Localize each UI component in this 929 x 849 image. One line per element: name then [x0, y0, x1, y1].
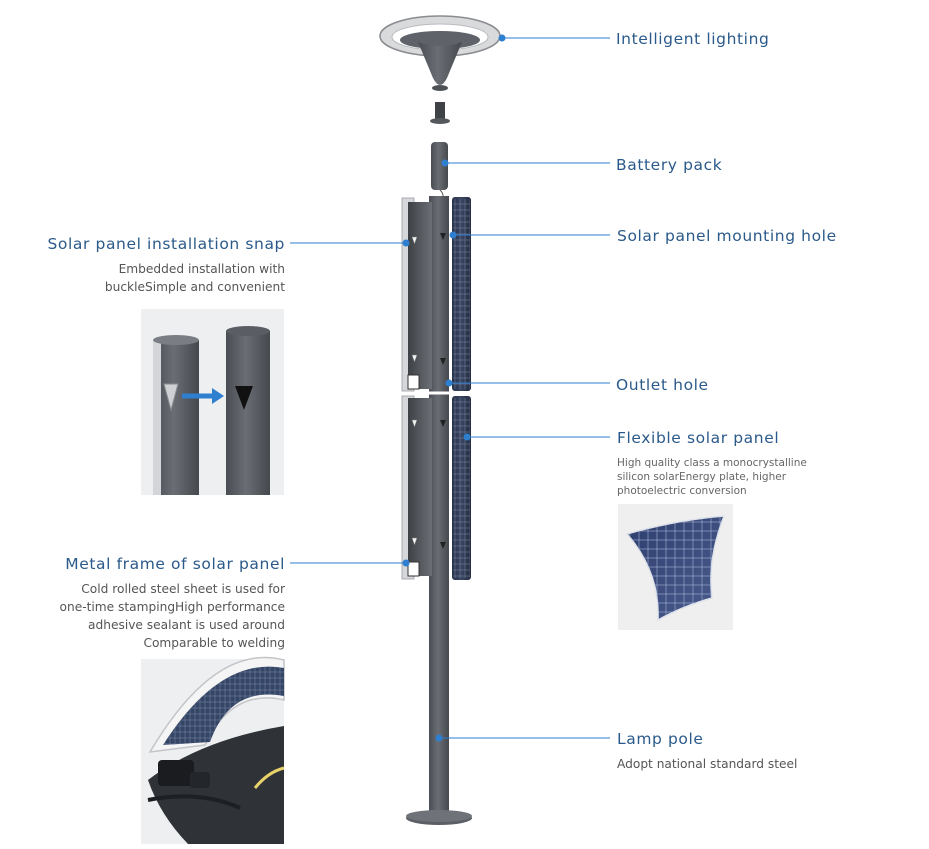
- desc-line: adhesive sealant is used around: [88, 618, 285, 632]
- flexible-panel-description: High quality class a monocrystalline sil…: [617, 456, 807, 498]
- panel-module-lower: [401, 395, 471, 580]
- callout-mounting-hole: Solar panel mounting hole: [617, 227, 837, 245]
- callout-flexible-panel: Flexible solar panel: [617, 429, 780, 447]
- desc-line: Adopt national standard steel: [617, 757, 798, 771]
- callout-battery-pack: Battery pack: [616, 156, 723, 174]
- metal-frame-description: Cold rolled steel sheet is used for one-…: [60, 580, 285, 652]
- desc-line: silicon solarEnergy plate, higher: [617, 471, 787, 483]
- callout-installation-snap: Solar panel installation snap: [47, 235, 285, 253]
- lamp-connector: [430, 102, 450, 124]
- desc-line: Embedded installation with: [118, 262, 285, 276]
- metal-frame-photo: [141, 656, 285, 844]
- callout-outlet-hole: Outlet hole: [616, 376, 709, 394]
- lamp-head: [379, 15, 501, 91]
- battery-pack-module: [431, 142, 448, 201]
- snap-detail-photo: [141, 309, 284, 495]
- panel-module-upper: [401, 197, 471, 392]
- desc-line: one-time stampingHigh performance: [59, 600, 285, 614]
- desc-line: High quality class a monocrystalline: [617, 457, 807, 469]
- callout-metal-frame: Metal frame of solar panel: [65, 555, 285, 573]
- lamp-pole-shaft: [429, 196, 449, 821]
- callout-lamp-pole: Lamp pole: [617, 730, 704, 748]
- desc-line: Cold rolled steel sheet is used for: [81, 582, 285, 596]
- callout-intelligent-lighting: Intelligent lighting: [616, 30, 770, 48]
- installation-snap-description: Embedded installation with buckleSimple …: [105, 260, 285, 296]
- lamp-pole-description: Adopt national standard steel: [617, 755, 797, 773]
- desc-line: photoelectric conversion: [617, 485, 747, 497]
- flexible-panel-photo: [618, 504, 733, 630]
- desc-line: Comparable to welding: [143, 636, 285, 650]
- leader-lines: [290, 34, 610, 742]
- desc-line: buckleSimple and convenient: [104, 280, 285, 294]
